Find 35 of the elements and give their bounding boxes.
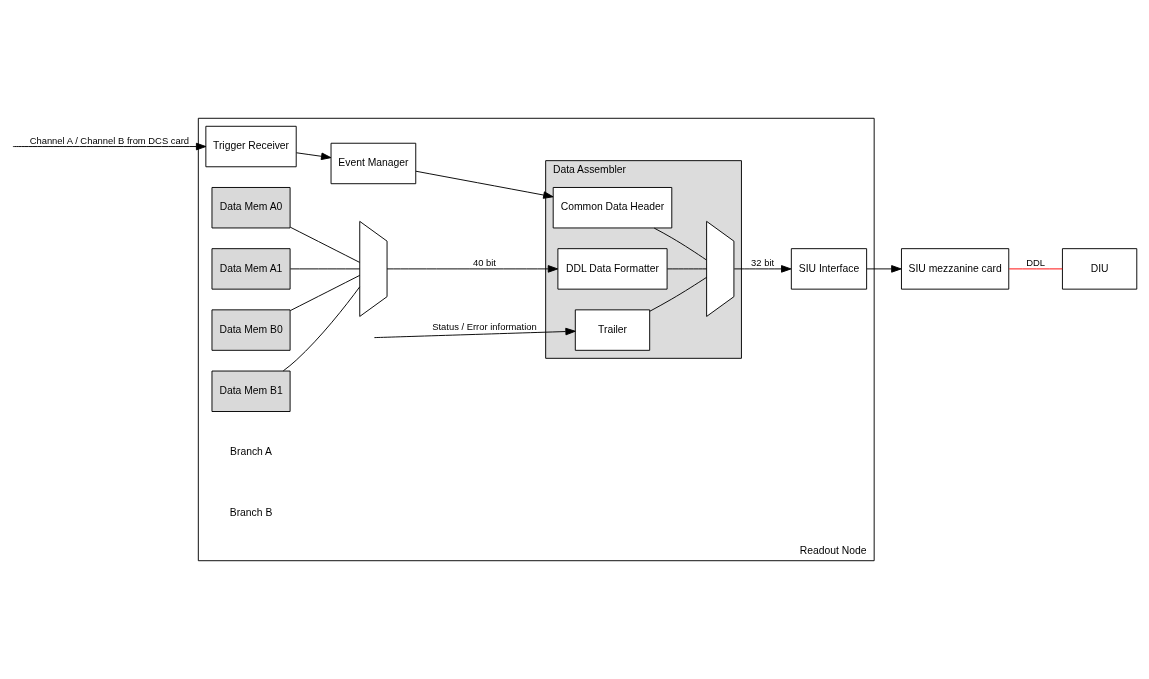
node-trapezoid bbox=[359, 220, 388, 317]
connector bbox=[289, 274, 361, 312]
arrow bbox=[866, 265, 902, 273]
edge-label: 40 bit bbox=[472, 257, 496, 269]
node-box: Data Mem A0 bbox=[211, 187, 291, 229]
arrow bbox=[296, 152, 332, 161]
arrow bbox=[12, 142, 207, 151]
connector bbox=[289, 226, 361, 263]
label: Branch B bbox=[229, 507, 273, 519]
edge-label: Status / Error information bbox=[432, 321, 537, 333]
node-box: DIU bbox=[1061, 248, 1138, 290]
node-box: Trailer bbox=[574, 309, 651, 351]
arrow bbox=[386, 265, 559, 273]
connector bbox=[653, 227, 707, 261]
connector bbox=[289, 268, 361, 270]
edge-label: DDL bbox=[1026, 257, 1046, 269]
arrow bbox=[733, 265, 792, 273]
arrow bbox=[373, 327, 576, 339]
edge-label: 32 bit bbox=[751, 257, 775, 269]
node-trapezoid bbox=[706, 220, 735, 317]
arrow bbox=[415, 170, 554, 199]
node-box: DDL Data Formatter bbox=[557, 248, 668, 290]
label: Branch A bbox=[230, 446, 273, 458]
node-box: SIU Interface bbox=[790, 248, 868, 290]
connector bbox=[666, 268, 708, 270]
node-box: SIU mezzanine card bbox=[901, 248, 1010, 290]
node-box: Event Manager bbox=[330, 142, 417, 185]
edge-label: Channel A / Channel B from DCS card bbox=[29, 134, 190, 146]
node-box: Data Mem A1 bbox=[211, 248, 291, 290]
node-box: Data Mem B0 bbox=[211, 309, 291, 351]
connector bbox=[282, 286, 361, 372]
node-box: Common Data Header bbox=[552, 187, 673, 229]
node-box: Data Mem B1 bbox=[211, 370, 291, 412]
node-box: Trigger Receiver bbox=[205, 125, 297, 168]
connector bbox=[649, 276, 708, 312]
